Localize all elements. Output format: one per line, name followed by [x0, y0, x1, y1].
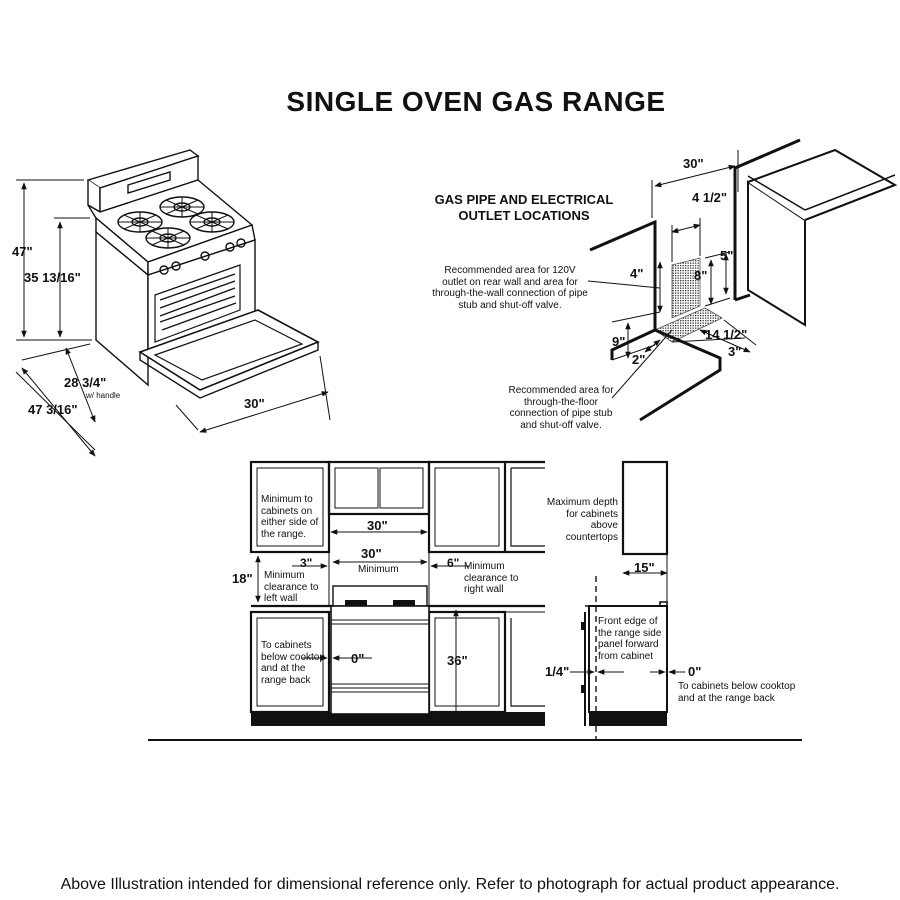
right-gap-label: 6" [447, 556, 460, 570]
gas-floor-note: Recommended area for through-the-floor c… [508, 385, 614, 431]
gas-offset-label: 4 1/2" [692, 190, 728, 205]
front-edge-note: Front edge of the range side panel forwa… [598, 616, 664, 662]
gas-wall-note: Recommended area for 120V outlet on rear… [432, 265, 588, 311]
footer-disclaimer: Above Illustration intended for dimensio… [60, 876, 840, 893]
range-dimension-lines [15, 179, 331, 457]
upper-depth-label: 15" [634, 560, 655, 575]
below-cooktop-note: To cabinets below cooktop and at the ran… [261, 640, 325, 686]
height-cooktop-label: 35 13/16" [24, 270, 81, 285]
gas-pipe-heading: GAS PIPE AND ELECTRICAL OUTLET LOCATIONS [412, 192, 636, 224]
depth-handle-note: w/ handle [86, 391, 121, 400]
installation-front-view [148, 460, 802, 741]
below-right-note: To cabinets below cooktop and at the ran… [678, 681, 796, 704]
min-cabinets-note: Minimum to cabinets on either side of th… [261, 494, 319, 540]
gas-width-label: 30" [683, 156, 704, 171]
gas-left-height-label: 4" [630, 266, 644, 281]
installation-side-view [570, 460, 685, 740]
min-width-label: 30" [361, 546, 382, 561]
min-width-text: Minimum [358, 564, 399, 575]
gas-floor-offset-label: 3" [728, 344, 742, 359]
range-illustration [86, 149, 320, 399]
upper-width-label: 30" [367, 518, 388, 533]
page-title: SINGLE OVEN GAS RANGE [286, 86, 666, 117]
depth-handle-label: 28 3/4" [64, 375, 107, 390]
quarter-inch-label: 1/4" [545, 664, 570, 679]
zero-left-label: 0" [351, 651, 365, 666]
left-clearance-note: Minimum clearance to left wall [264, 570, 319, 604]
counter-height-label: 36" [447, 653, 468, 668]
gas-floor-gap-label: 2" [632, 352, 646, 367]
gas-rect-height-label: 8" [694, 268, 708, 283]
left-gap-label: 3" [300, 556, 313, 570]
gas-pipe-diagram [587, 138, 898, 422]
gas-rect-width-label: 5" [720, 248, 734, 263]
right-clearance-note: Minimum clearance to right wall [464, 561, 519, 595]
height-total-label: 47" [12, 244, 33, 259]
gas-floor-depth-label: 9" [612, 334, 626, 349]
depth-door-open-label: 47 3/16" [28, 402, 78, 417]
range-width-label: 30" [244, 396, 265, 411]
gas-pipe-heading-line1: GAS PIPE AND ELECTRICAL [434, 192, 614, 207]
gas-pipe-heading-line2: OUTLET LOCATIONS [458, 208, 590, 223]
left-height-label: 18" [232, 571, 253, 586]
gas-floor-length-label: 14 1/2" [705, 327, 748, 342]
zero-right-label: 0" [688, 664, 702, 679]
max-depth-note: Maximum depth for cabinets above counter… [546, 497, 618, 543]
